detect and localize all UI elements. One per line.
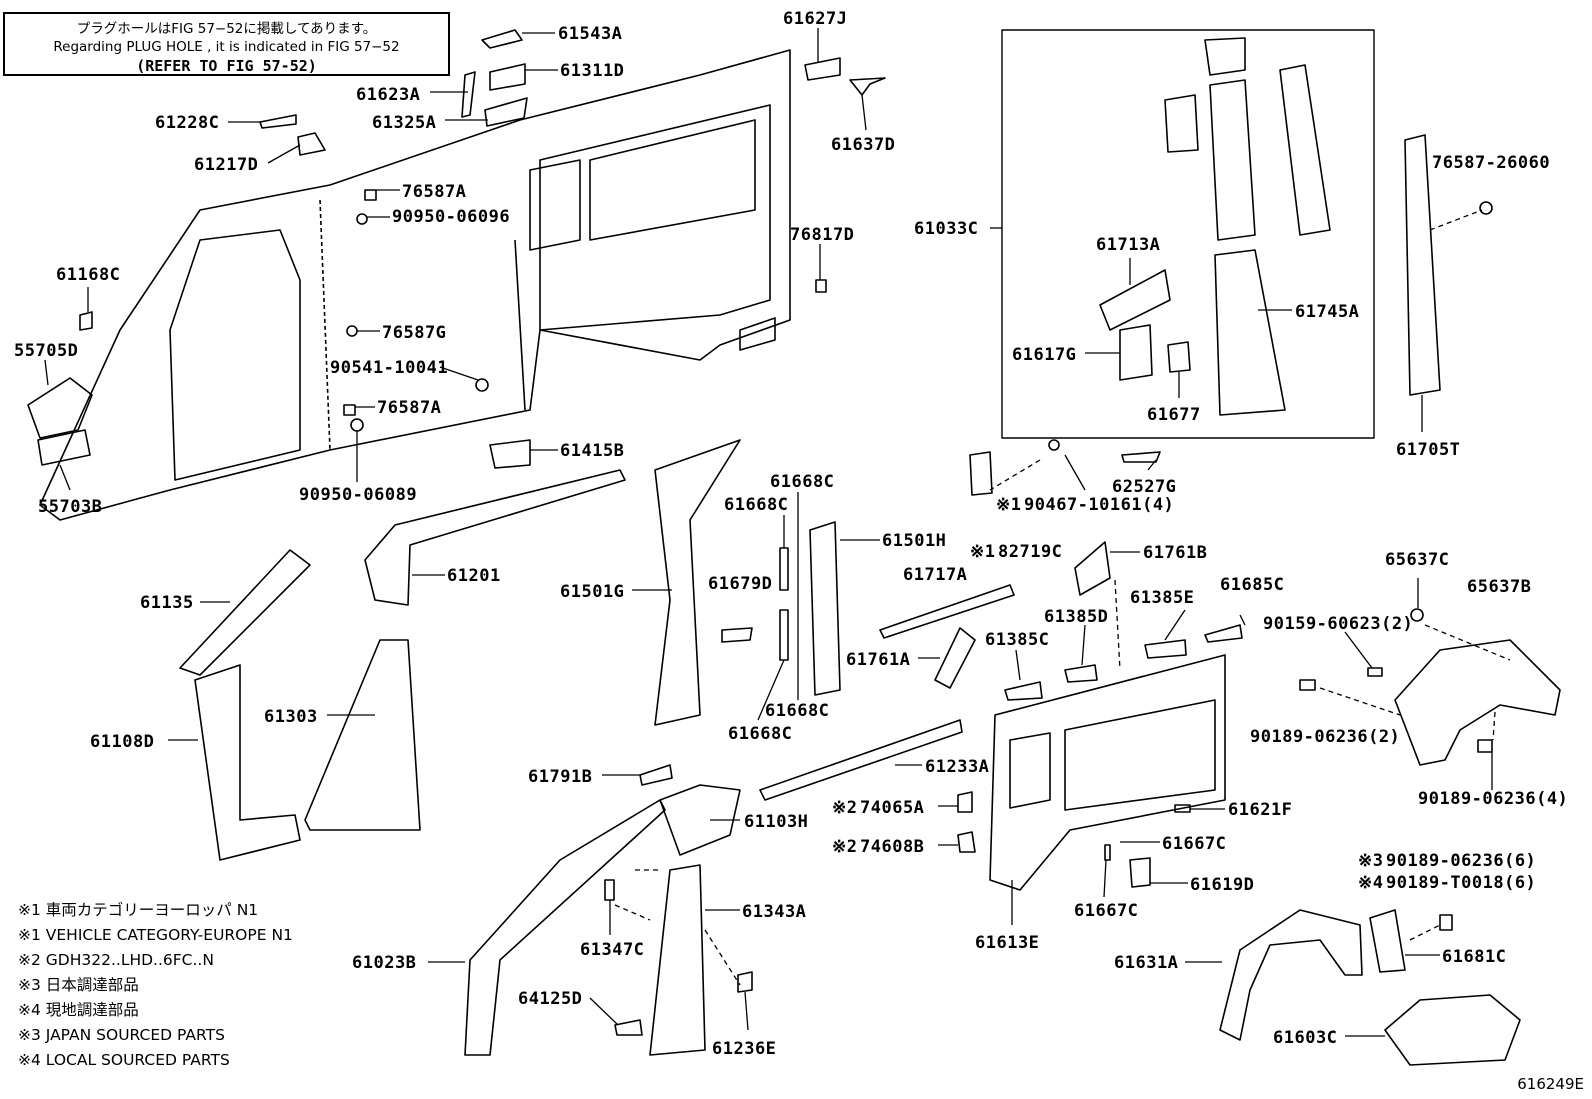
part-label: 61627J	[783, 9, 847, 29]
part-label: 61347C	[580, 940, 644, 960]
part-label: 61103H	[744, 812, 808, 832]
part-label: 90159-60623(2)	[1263, 614, 1413, 634]
part-label: 61668C	[724, 495, 788, 515]
footnote-mark: ※1	[996, 495, 1021, 515]
part-label: 61761A	[846, 650, 910, 670]
legend-line: ※1 車両カテゴリーヨーロッパ N1	[18, 901, 259, 919]
part-label: 61236E	[712, 1039, 776, 1059]
part-label: 61385E	[1130, 588, 1194, 608]
part-label: 61705T	[1396, 440, 1460, 460]
part-label: 90950-06096	[392, 207, 510, 227]
footnote-mark: ※2	[832, 798, 857, 818]
part-label: 61617G	[1012, 345, 1076, 365]
part-label: 61385C	[985, 630, 1049, 650]
part-label: 55705D	[14, 341, 78, 361]
side-panel-inner-window	[169, 229, 301, 481]
part-label: 61311D	[560, 61, 624, 81]
legend-line: ※3 JAPAN SOURCED PARTS	[18, 1026, 225, 1044]
part-label: 61415B	[560, 441, 624, 461]
note-japanese: プラグホールはFIG 57−52に掲載してあります。	[76, 21, 377, 37]
footnote-mark: ※4	[1358, 873, 1383, 893]
figure-number: 616249E	[1517, 1075, 1584, 1093]
legend-line: ※1 VEHICLE CATEGORY-EUROPE N1	[18, 926, 293, 944]
part-label: 61668C	[770, 472, 834, 492]
part-label: 61343A	[742, 902, 806, 922]
part-label: 61667C	[1162, 834, 1226, 854]
plug-hole-note: プラグホールはFIG 57−52に掲載してあります。 Regarding PLU…	[3, 12, 450, 76]
part-label: 76587G	[382, 323, 446, 343]
part-label: 90189-06236(4)	[1418, 789, 1568, 809]
part-label: 62527G	[1112, 477, 1176, 497]
side-panel-outer	[39, 49, 791, 521]
part-label: 61501H	[882, 531, 946, 551]
part-label: 76587A	[402, 182, 466, 202]
part-label: 61613E	[975, 933, 1039, 953]
legend-line: ※3 日本調達部品	[18, 976, 139, 994]
part-label: 61325A	[372, 113, 436, 133]
part-label: 65637C	[1385, 550, 1449, 570]
part-label: 76587A	[377, 398, 441, 418]
part-label: 61033C	[914, 219, 978, 239]
part-label: 90189-T0018(6)	[1386, 873, 1536, 893]
part-label: 61667C	[1074, 901, 1138, 921]
part-label: 61108D	[90, 732, 154, 752]
part-label: 76587-26060	[1432, 153, 1550, 173]
part-label: 82719C	[998, 542, 1062, 562]
note-reference: (REFER TO FIG 57-52)	[136, 57, 317, 75]
part-label: 61543A	[558, 24, 622, 44]
part-label: 61637D	[831, 135, 895, 155]
part-label: 61385D	[1044, 607, 1108, 627]
part-label: 61668C	[728, 724, 792, 744]
part-label: 61745A	[1295, 302, 1359, 322]
part-label: 90541-10041	[330, 358, 448, 378]
part-label: 61501G	[560, 582, 624, 602]
part-label: 61023B	[352, 953, 416, 973]
part-label: 76817D	[790, 225, 854, 245]
legend-line: ※4 現地調達部品	[18, 1001, 139, 1019]
part-label: 61713A	[1096, 235, 1160, 255]
part-label: 61761B	[1143, 543, 1207, 563]
part-label: 90189-06236(6)	[1386, 851, 1536, 871]
footnote-legend: ※1 車両カテゴリーヨーロッパ N1 ※1 VEHICLE CATEGORY-E…	[18, 898, 293, 1073]
part-label: 61233A	[925, 757, 989, 777]
part-label: 61621F	[1228, 800, 1292, 820]
part-label: 61228C	[155, 113, 219, 133]
footnote-mark: ※3	[1358, 851, 1383, 871]
part-label: 61168C	[56, 265, 120, 285]
part-label: 61677	[1147, 405, 1201, 425]
part-label: 61603C	[1273, 1028, 1337, 1048]
part-label: 61668C	[765, 701, 829, 721]
part-label: 61303	[264, 707, 318, 727]
part-label: 61685C	[1220, 575, 1284, 595]
part-label: 74065A	[860, 798, 924, 818]
part-label: 55703B	[38, 497, 102, 517]
part-label: 61201	[447, 566, 501, 586]
note-english: Regarding PLUG HOLE , it is indicated in…	[53, 39, 400, 55]
part-label: 64125D	[518, 989, 582, 1009]
legend-line: ※4 LOCAL SOURCED PARTS	[18, 1051, 230, 1069]
part-label: 61623A	[356, 85, 420, 105]
part-label: 61681C	[1442, 947, 1506, 967]
footnote-mark: ※1	[970, 542, 995, 562]
part-label: 65637B	[1467, 577, 1531, 597]
part-label: 61679D	[708, 574, 772, 594]
part-label: 61717A	[903, 565, 967, 585]
part-label: 61217D	[194, 155, 258, 175]
footnote-mark: ※2	[832, 837, 857, 857]
part-label: 74608B	[860, 837, 924, 857]
legend-line: ※2 GDH322..LHD..6FC..N	[18, 951, 214, 969]
part-label: 90467-10161(4)	[1024, 495, 1174, 515]
part-label: 90189-06236(2)	[1250, 727, 1400, 747]
part-label: 90950-06089	[299, 485, 417, 505]
part-label: 61791B	[528, 767, 592, 787]
part-label: 61135	[140, 593, 194, 613]
part-label: 61619D	[1190, 875, 1254, 895]
part-label: 61631A	[1114, 953, 1178, 973]
